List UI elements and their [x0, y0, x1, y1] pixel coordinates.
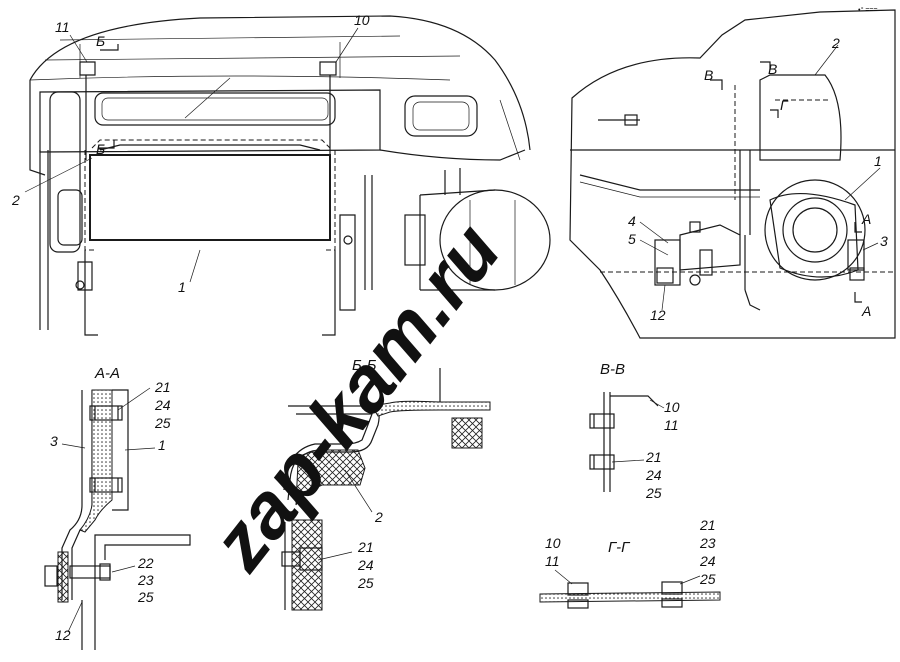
gg-label-24: 24 [699, 553, 716, 569]
side-label-g: Г [780, 97, 789, 113]
aa-label-25b: 25 [137, 589, 154, 605]
section-bb [281, 368, 491, 611]
vv-label-10: 10 [664, 399, 680, 415]
vv-label-25: 25 [645, 485, 662, 501]
side-label-1: 1 [874, 153, 882, 169]
side-label-5: 5 [628, 231, 636, 247]
aa-label-12: 12 [55, 627, 71, 643]
side-view [569, 9, 896, 339]
aa-label-24: 24 [154, 397, 171, 413]
aa-label-21: 21 [154, 379, 171, 395]
gg-label-21: 21 [699, 517, 716, 533]
section-gg [539, 569, 721, 609]
front-label-1: 1 [178, 279, 186, 295]
bb-label-21: 21 [357, 539, 374, 555]
gg-title: Г-Г [608, 539, 631, 556]
front-view [24, 15, 551, 336]
gg-label-11: 11 [545, 553, 560, 569]
bb-label-25: 25 [357, 575, 374, 591]
side-label-12: 12 [650, 307, 666, 323]
side-label-2: 2 [831, 35, 840, 51]
vv-label-11: 11 [664, 417, 679, 433]
vv-label-21: 21 [645, 449, 662, 465]
front-label-11: 11 [55, 19, 70, 35]
aa-label-25: 25 [154, 415, 171, 431]
front-label-b-top: Б [96, 33, 105, 49]
section-vv [589, 392, 665, 492]
front-label-2: 2 [11, 192, 20, 208]
front-label-b-bottom: Б [96, 141, 105, 157]
vv-title: В-В [600, 361, 625, 378]
side-label-v-left: В [704, 67, 713, 83]
side-label-v-right: В [768, 61, 777, 77]
side-label-a-top: А [861, 211, 871, 227]
aa-label-23: 23 [137, 572, 154, 588]
section-aa [44, 387, 191, 650]
aa-label-22: 22 [137, 555, 154, 571]
side-label-3: 3 [880, 233, 888, 249]
aa-label-3: 3 [50, 433, 58, 449]
side-label-4: 4 [628, 213, 636, 229]
vv-label-24: 24 [645, 467, 662, 483]
aa-title: А-А [94, 365, 120, 382]
bb-title: Б-Б [352, 357, 377, 374]
bb-label-2: 2 [374, 509, 383, 525]
corner-mark: •° === [858, 6, 877, 14]
gg-label-25: 25 [699, 571, 716, 587]
side-label-a-bottom: А [861, 303, 871, 319]
bb-label-24: 24 [357, 557, 374, 573]
gg-label-23: 23 [699, 535, 716, 551]
aa-label-1: 1 [158, 437, 166, 453]
gg-label-10: 10 [545, 535, 561, 551]
front-label-10: 10 [354, 12, 370, 28]
